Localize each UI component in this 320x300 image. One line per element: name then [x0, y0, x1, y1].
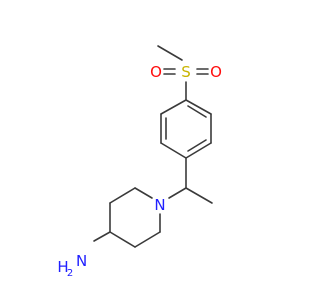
atom-oxygen-right: O [210, 63, 222, 81]
atom-amine-h: H [57, 258, 68, 276]
bond-pip-2 [109, 187, 136, 204]
bond-chiral-methyl [185, 187, 213, 204]
bond-ring-4 [160, 142, 187, 159]
bond-chiral-nitrogen [168, 187, 187, 199]
atom-nitrogen-ring: N [154, 196, 165, 214]
bond-ring-inner-2 [187, 139, 207, 152]
molecule-structure: S O O N H N 2 [57, 45, 222, 279]
bond-pip-4 [109, 231, 136, 248]
amine-group: H N 2 [57, 252, 87, 279]
atom-sulfur: S [181, 63, 191, 81]
atom-amine-n: N [76, 252, 87, 270]
bond-ring-3 [185, 142, 212, 159]
bond-pip-5 [134, 231, 161, 248]
bond-ring-inner-1 [187, 105, 207, 118]
bond-ring-1 [185, 99, 212, 115]
atom-oxygen-left: O [150, 63, 162, 81]
bond-methyl-sulfur [157, 45, 183, 61]
atom-amine-sub: 2 [67, 268, 73, 279]
bond-amine [93, 231, 111, 242]
bond-pip-1 [134, 187, 153, 199]
bond-ring-6 [160, 99, 187, 115]
